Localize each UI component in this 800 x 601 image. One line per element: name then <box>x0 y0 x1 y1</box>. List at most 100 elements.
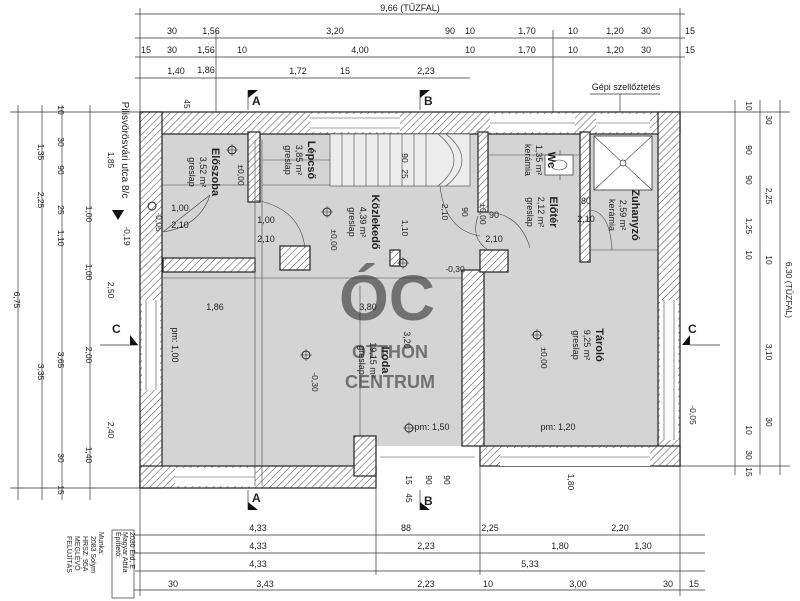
level-markers <box>112 144 543 434</box>
room-iroda: Iroda 19,15 m² greslap <box>357 342 391 378</box>
dim: 1,30 <box>634 541 652 551</box>
dim: 15 <box>141 45 151 55</box>
dim: 2,10 <box>485 234 503 244</box>
watermark-logo: ÓC <box>339 262 435 334</box>
dim: 30 <box>56 453 66 463</box>
dim: 2,10 <box>171 220 189 230</box>
dim: 90 <box>445 26 455 36</box>
title-line: Munka: <box>97 532 104 555</box>
dim: 2,10 <box>577 214 595 224</box>
dim: 45 <box>182 99 192 109</box>
dimension-lines <box>10 8 790 596</box>
dim: 30 <box>641 45 651 55</box>
dim: 90 <box>744 175 754 185</box>
dim: 10 <box>483 579 493 589</box>
section-a-top: A <box>252 94 261 108</box>
dim: 2,50 <box>106 282 116 299</box>
dim: 88 <box>401 523 411 533</box>
title-block: Építtető: Magyar Attila 2030 Érd, E Munk… <box>65 529 137 599</box>
dim: 1,00 <box>171 203 189 213</box>
room-labels: Előszoba 3,52 m² greslap Lépcső 3,85 m² … <box>187 141 641 378</box>
dim: 2,10 <box>257 234 275 244</box>
dim: 30 <box>764 115 774 125</box>
dim: 90 <box>489 210 499 220</box>
svg-text:Előszoba: Előszoba <box>209 148 221 197</box>
inner-dimensions: 1,86 3,80 3,20 1,00 2,10 1,00 2,10 90 25… <box>171 99 595 503</box>
svg-text:9,25 m²: 9,25 m² <box>582 330 592 361</box>
level: ±0,00 <box>236 164 246 185</box>
svg-text:Zuhanyzó: Zuhanyzó <box>629 189 641 241</box>
dim: 15 <box>744 467 754 477</box>
title-line: Magyar Attila <box>121 532 128 573</box>
dim: 1,70 <box>518 26 536 36</box>
section-a-bottom: A <box>252 491 261 505</box>
section-b-bottom: B <box>424 494 433 508</box>
parapet-labels: pm: 1,00 pm: 1,50 pm: 1,20 <box>170 327 576 432</box>
street-label: Pilisvörösvári utca 8/c <box>119 102 130 199</box>
svg-text:2,59 m²: 2,59 m² <box>618 200 628 231</box>
dim: 90 <box>56 165 66 175</box>
svg-text:Iroda: Iroda <box>379 347 391 375</box>
dim: 1,00 <box>257 215 275 225</box>
title-line: 2030 Érd, E <box>128 532 137 569</box>
left-dimensions: 6,75 1,35 1,85 2,25 2,50 3,35 3,65 2,40 … <box>12 105 116 495</box>
svg-text:greslap: greslap <box>357 345 367 375</box>
room-tarolo: Tároló 9,25 m² greslap <box>571 328 605 362</box>
dim: 90 <box>460 207 470 217</box>
dim: 2,20 <box>611 523 629 533</box>
dim: 10 <box>568 26 578 36</box>
section-letters: A A B B C C <box>112 94 697 508</box>
dim: 15 <box>56 485 66 495</box>
dim: 25 <box>400 169 410 179</box>
dim: 2,23 <box>417 579 435 589</box>
staircase <box>262 133 471 187</box>
parapet: pm: 1,00 <box>170 327 180 362</box>
dim: 90 <box>442 475 452 485</box>
dim: 1,20 <box>606 45 624 55</box>
dim: 3,10 <box>764 344 774 361</box>
dim: 1,00 <box>84 264 94 281</box>
dim: 3,80 <box>359 302 377 312</box>
dim: 6,30 (TŰZFAL) <box>784 262 794 318</box>
room-eloszoba: Előszoba 3,52 m² greslap <box>187 148 221 197</box>
dim: 1,86 <box>197 65 215 75</box>
dim: 1,56 <box>197 45 215 55</box>
dim: 2,25 <box>764 188 774 205</box>
watermark-line2: CENTRUM <box>345 372 435 392</box>
dim: 30 <box>168 579 178 589</box>
title-line: FELÚJÍTÁS <box>65 536 74 573</box>
dim: 2,25 <box>481 523 499 533</box>
title-line: Építtető: <box>114 532 123 558</box>
vent-label: Gépi szellőztetés <box>592 82 661 92</box>
dim: 4,33 <box>249 541 267 551</box>
dim: 3,00 <box>569 579 587 589</box>
dim: 1,86 <box>206 302 224 312</box>
room-wc: Wc 1,35 m² kerámia <box>523 144 557 176</box>
level: -0,05 <box>688 405 698 425</box>
svg-text:greslap: greslap <box>283 145 293 175</box>
openings <box>142 114 678 486</box>
dim: 6,75 <box>12 292 22 309</box>
door-swings <box>162 185 613 251</box>
watermark: ÓC OTTHON CENTRUM <box>339 262 435 392</box>
dim: 4,33 <box>249 523 267 533</box>
dim: 30 <box>663 579 673 589</box>
dim: 10 <box>465 45 475 55</box>
section-c-left: C <box>112 322 121 336</box>
section-c-right: C <box>688 322 697 336</box>
room-eloter: Előtér 2,12 m² greslap <box>525 196 559 228</box>
section-b-top: B <box>424 94 433 108</box>
dim: 10 <box>744 101 754 111</box>
svg-text:kerámia: kerámia <box>607 199 617 231</box>
dim: 4,33 <box>249 559 267 569</box>
svg-text:Wc: Wc <box>545 152 557 169</box>
svg-text:greslap: greslap <box>187 157 197 187</box>
dim: 1,00 <box>84 206 94 223</box>
svg-text:19,15 m²: 19,15 m² <box>368 342 378 378</box>
dim: 25 <box>56 205 66 215</box>
dim: 3,43 <box>256 579 274 589</box>
dim: 1,85 <box>106 152 116 169</box>
level: -0,05 <box>154 212 164 232</box>
dim: 10 <box>465 26 475 36</box>
title-line: MEGLÉVŐ <box>73 536 82 571</box>
